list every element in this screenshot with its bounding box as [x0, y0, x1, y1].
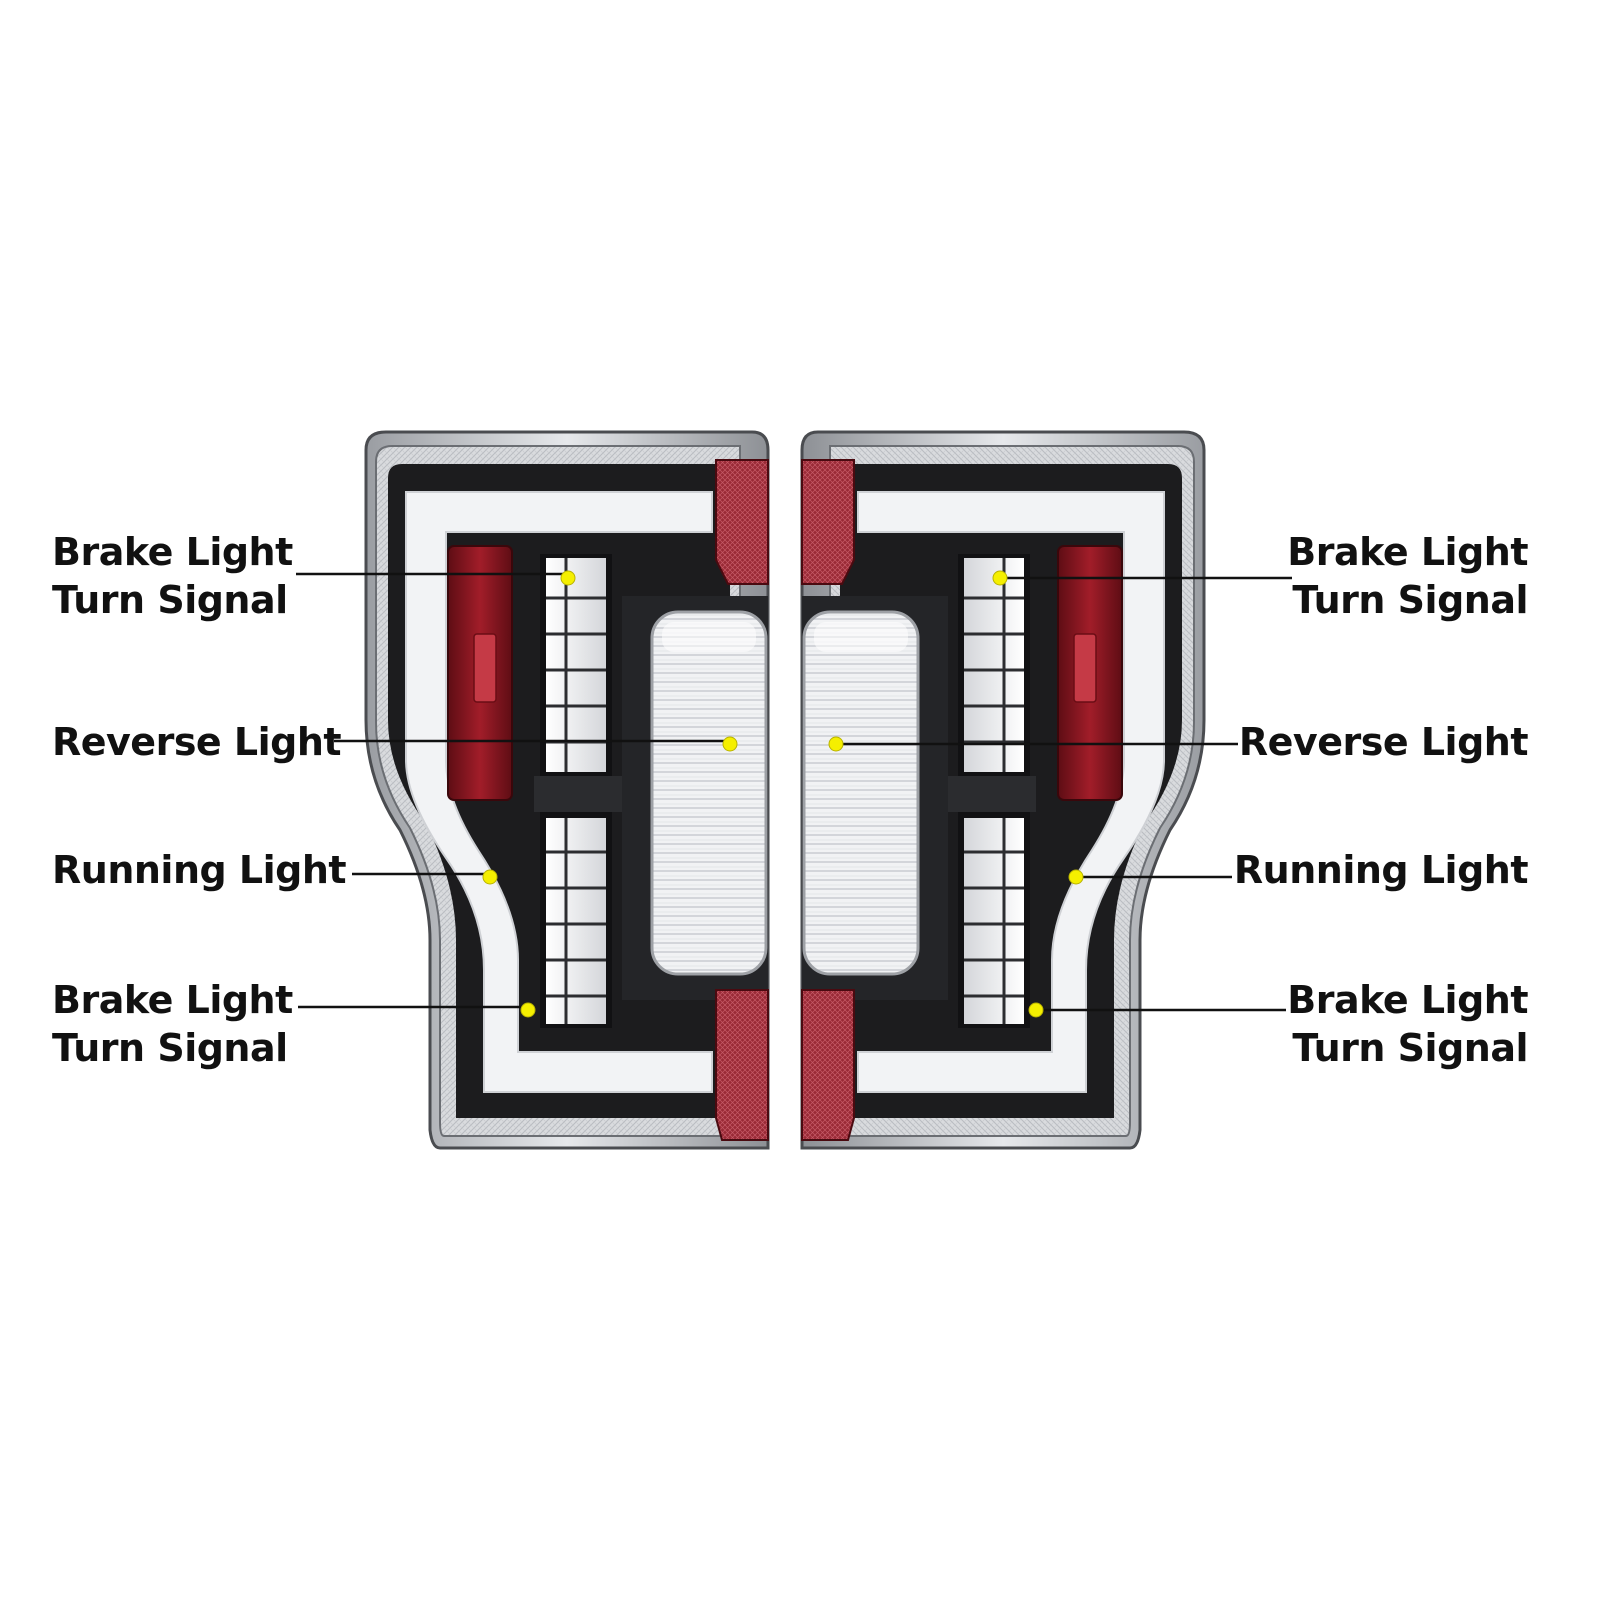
label-line: Reverse Light: [52, 720, 342, 764]
label-line: Reverse Light: [1238, 720, 1529, 764]
marker-dot-right-reverse: [828, 736, 844, 752]
marker-dot-left-reverse: [722, 736, 738, 752]
label-right-running-light: Running Light: [1233, 846, 1529, 894]
label-right-brake-turn-upper: Brake Light Turn Signal: [1287, 528, 1528, 624]
marker-dot-right-brake-upper: [992, 570, 1008, 586]
right-tail-light: [800, 430, 1206, 1150]
label-left-running-light: Running Light: [52, 846, 347, 894]
marker-dot-right-running: [1068, 869, 1084, 885]
marker-dot-right-brake-lower: [1028, 1002, 1044, 1018]
label-line: Running Light: [1233, 848, 1529, 892]
label-line: Turn Signal: [1292, 578, 1528, 622]
marker-dot-left-running: [482, 869, 498, 885]
label-line: Running Light: [52, 848, 347, 892]
label-right-reverse-light: Reverse Light: [1238, 718, 1529, 766]
label-line: Brake Light: [52, 530, 293, 574]
label-left-reverse-light: Reverse Light: [52, 718, 342, 766]
label-left-brake-turn-upper: Brake Light Turn Signal: [52, 528, 293, 624]
label-line: Brake Light: [52, 978, 293, 1022]
label-left-brake-turn-lower: Brake Light Turn Signal: [52, 976, 293, 1072]
label-line: Turn Signal: [1292, 1026, 1528, 1070]
label-line: Brake Light: [1287, 530, 1528, 574]
marker-dot-left-brake-lower: [520, 1002, 536, 1018]
marker-dot-left-brake-upper: [560, 570, 576, 586]
label-line: Brake Light: [1287, 978, 1528, 1022]
label-right-brake-turn-lower: Brake Light Turn Signal: [1287, 976, 1528, 1072]
left-tail-light: [364, 430, 770, 1150]
label-line: Turn Signal: [52, 1026, 288, 1070]
label-line: Turn Signal: [52, 578, 288, 622]
